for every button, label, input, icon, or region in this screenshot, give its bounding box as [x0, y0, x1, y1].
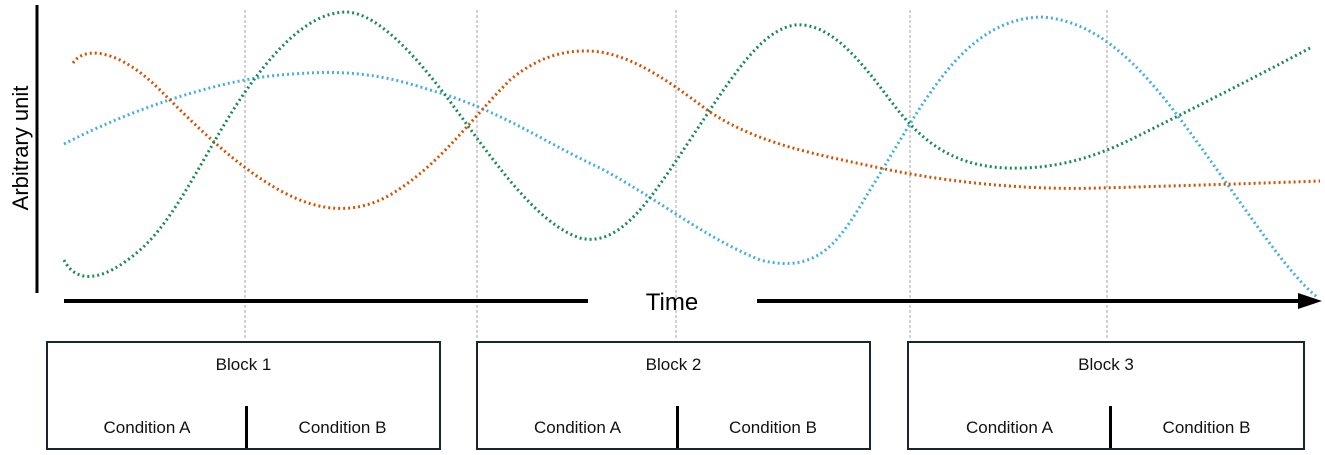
- block-3-condition-b-label: Condition B: [1162, 418, 1251, 437]
- condition-guide-lines: [244, 10, 1108, 340]
- block-1-title: Block 1: [215, 355, 272, 374]
- block-2-box: Block 2 Condition A Condition B: [476, 341, 871, 450]
- block-1-condition-a-label: Condition A: [103, 418, 191, 437]
- block-1-condition-b-label: Condition B: [298, 418, 387, 437]
- block-2-condition-divider: [676, 406, 679, 448]
- block-2-condition-b-label: Condition B: [729, 418, 817, 437]
- block-3-title: Block 3: [1078, 355, 1134, 374]
- block-2-title: Block 2: [645, 355, 702, 374]
- block-1-box: Block 1 Condition A Condition B: [46, 341, 441, 450]
- block-3-box: Block 3 Condition A Condition B: [907, 341, 1305, 450]
- timeline-diagram: Arbitrary unit Time: [8, 5, 1322, 340]
- orange-curve: [71, 49, 1321, 210]
- x-axis-label: Time: [646, 289, 698, 316]
- block-3-condition-divider: [1109, 406, 1112, 448]
- y-axis-label: Arbitrary unit: [8, 86, 33, 211]
- time-arrowhead-icon: [1298, 293, 1322, 309]
- blue-curve: [63, 15, 1319, 300]
- block-2-condition-a-label: Condition A: [534, 418, 621, 437]
- block-3-condition-a-label: Condition A: [966, 418, 1053, 437]
- block-1-condition-divider: [245, 406, 248, 448]
- green-curve: [62, 10, 1311, 278]
